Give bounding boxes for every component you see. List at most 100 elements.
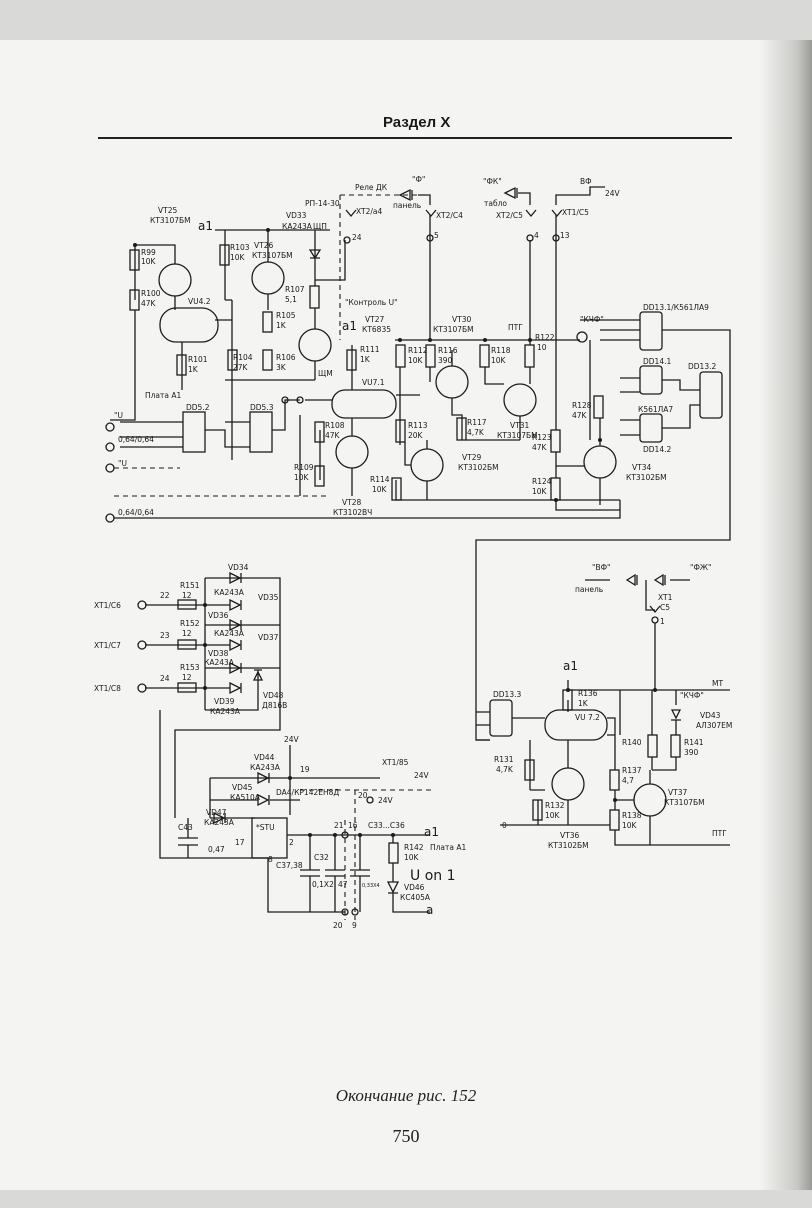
label-r100-value: 47K — [141, 299, 157, 308]
label-input1: 0,64/0,64 — [118, 435, 154, 444]
label-vt37-type: КТ3107БМ — [664, 798, 705, 807]
label-ka243-1: КА243А — [214, 588, 245, 597]
label-da4: DA4/КР142ЕН8Д — [276, 788, 339, 797]
label-xt1c6: XT1/C6 — [94, 601, 121, 610]
label-vd33: VD33 — [286, 211, 307, 220]
label-pin-9: 9 — [352, 921, 357, 930]
label-vt30: VT30 — [452, 315, 471, 324]
label-vf: ВФ — [580, 177, 592, 186]
label-pin-5: 5 — [434, 231, 439, 240]
label-vt28-type: КТ3102ВЧ — [333, 508, 372, 517]
label-r99: R99 — [141, 248, 156, 257]
label-r118: R118 — [491, 346, 511, 355]
label-tablo: табло — [484, 199, 507, 208]
label-r101-value: 1K — [188, 365, 199, 374]
label-r141-value: 390 — [684, 748, 699, 757]
label-r152: R152 — [180, 619, 200, 628]
label-r123: R123 — [532, 433, 552, 442]
label-r99-value: 10K — [141, 257, 157, 266]
label-ka243-4: КА243А — [210, 707, 241, 716]
label-r151: R151 — [180, 581, 200, 590]
label-r131: R131 — [494, 755, 514, 764]
label-vt30-type: КТ3107БМ — [433, 325, 474, 334]
label-r132: R132 — [545, 801, 565, 810]
label-vd33-type: КА243А — [282, 222, 313, 231]
page-number: 750 — [392, 1126, 420, 1146]
label-r108-value: 47K — [325, 431, 341, 440]
label-vd46-type: КС405А — [400, 893, 431, 902]
label-c3738: C37,38 — [276, 861, 303, 870]
label-pin-19: 19 — [300, 765, 310, 774]
label-relay: Реле ДК — [355, 183, 388, 192]
label-r122: R122 — [535, 333, 555, 342]
label-r131-value: 4,7K — [496, 765, 514, 774]
label-pin-20: 20 — [358, 791, 368, 800]
label-vt31: VT31 — [510, 421, 529, 430]
label-r111: R111 — [360, 345, 380, 354]
label-vd34: VD34 — [228, 563, 249, 572]
power-block-wires — [178, 745, 435, 920]
schematic-labels: Реле ДК РП-14-30 VT25 КТ3107БМ a1 VD33 К… — [94, 175, 732, 930]
label-c43-value: 0,47 — [208, 845, 225, 854]
label-c43: C43 — [178, 823, 193, 832]
label-ka243-2: КА243А — [214, 629, 245, 638]
label-r113: R113 — [408, 421, 428, 430]
label-r142-value: 10K — [404, 853, 420, 862]
label-dd133: DD13.3 — [493, 690, 521, 699]
label-dd142: DD14.2 — [643, 445, 671, 454]
label-vd44: VD44 — [254, 753, 275, 762]
label-vt29: VT29 — [462, 453, 481, 462]
label-xt2c5: XT2/C5 — [496, 211, 523, 220]
page-sheet — [0, 40, 800, 1190]
label-dd141: DD14.1 — [643, 357, 671, 366]
label-vd35: VD35 — [258, 593, 279, 602]
label-c32-value: 47 — [338, 880, 348, 889]
figure-caption: Окончание рис. 152 — [335, 1086, 477, 1105]
label-kchf: "КЧФ" — [580, 315, 604, 324]
label-xt1: XT1 — [658, 593, 673, 602]
label-r101: R101 — [188, 355, 208, 364]
label-a1-mid: a1 — [563, 659, 578, 673]
label-pin-2: 2 — [289, 838, 294, 847]
label-vd46: VD46 — [404, 883, 425, 892]
label-vd48-type: Д816В — [262, 701, 287, 710]
section-title: Раздел X — [383, 114, 451, 131]
label-xt2c4: XT2/C4 — [436, 211, 463, 220]
label-mt: МТ — [712, 679, 723, 688]
label-relay-type: РП-14-30 — [305, 199, 340, 208]
label-r124-value: 10K — [532, 487, 548, 496]
label-pin-4: 4 — [534, 231, 539, 240]
label-vd36: VD36 — [208, 611, 229, 620]
label-fzh: "ФЖ" — [690, 563, 711, 572]
label-zero: 0 — [502, 821, 507, 830]
label-r111-value: 1K — [360, 355, 371, 364]
label-panel: панель — [393, 201, 421, 210]
label-24v-top: 24V — [605, 189, 621, 198]
label-24v-c: 24V — [414, 771, 430, 780]
label-plata: Плата А1 — [145, 391, 182, 400]
label-24v-b: 24V — [284, 735, 300, 744]
label-c32: C32 — [314, 853, 329, 862]
label-r104: R104 — [233, 353, 253, 362]
label-c3336: C33...C36 — [368, 821, 405, 830]
label-vd45: VD45 — [232, 783, 253, 792]
label-r108: R108 — [325, 421, 345, 430]
label-r112: R112 — [408, 346, 428, 355]
label-pin-20b: 20 — [333, 921, 343, 930]
label-r142: R142 — [404, 843, 424, 852]
label-pin-24: 24 — [352, 233, 362, 242]
label-stu: *STU — [256, 823, 275, 832]
label-vd39: VD39 — [214, 697, 235, 706]
label-dd53: DD5.3 — [250, 403, 274, 412]
label-vt37: VT37 — [668, 788, 687, 797]
label-vf2: "ВФ" — [592, 563, 611, 572]
label-dd52: DD5.2 — [186, 403, 210, 412]
label-r123-value: 47K — [532, 443, 548, 452]
label-kontrol: "Контроль U" — [345, 298, 398, 307]
label-vt36: VT36 — [560, 831, 579, 840]
label-plata-a1: Плата А1 — [430, 843, 467, 852]
label-shch: ЩП — [313, 222, 327, 231]
label-vt27: VT27 — [365, 315, 384, 324]
label-r137: R137 — [622, 766, 642, 775]
label-ptg: ПТГ — [508, 323, 523, 332]
